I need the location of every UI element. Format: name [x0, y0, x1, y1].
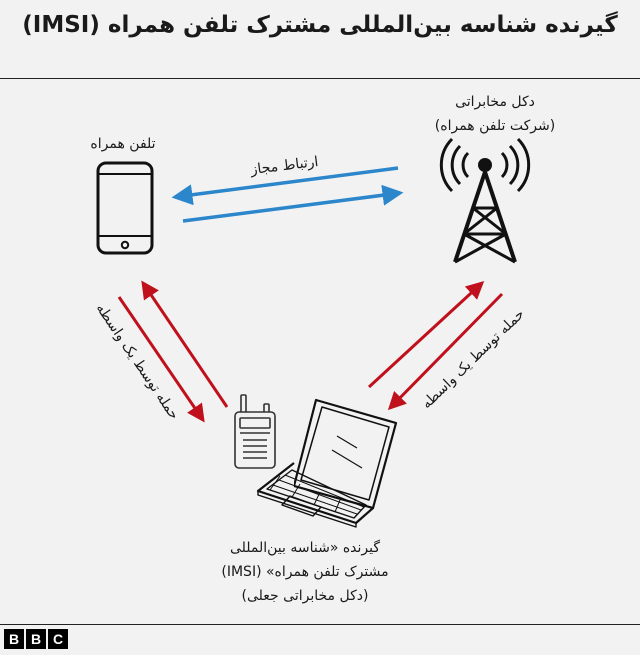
- laptop-icon: [256, 398, 398, 528]
- footer-divider: [0, 624, 640, 625]
- catcher-label-line1: گیرنده «شناسه بین‌المللی: [229, 540, 381, 556]
- attack-arrow-phone-to-catcher: [117, 296, 205, 423]
- bbc-logo: B B C: [4, 629, 68, 649]
- logo-letter: B: [4, 629, 24, 649]
- cell-tower-icon: [439, 137, 531, 264]
- phone-icon: [96, 161, 154, 255]
- tower-label-line1: دکل مخابراتی: [455, 94, 535, 110]
- attack-arrow-catcher-to-tower: [367, 280, 485, 389]
- page-title: گیرنده شناسه بین‌المللی مشترک تلفن همراه…: [22, 12, 618, 38]
- catcher-label-line2: مشترک تلفن همراه» (IMSI): [221, 564, 389, 580]
- tower-label-line2: (شرکت تلفن همراه): [434, 118, 556, 134]
- imsi-catcher-device-icon: [234, 394, 276, 469]
- legit-link-arrow-to-tower: [182, 184, 404, 223]
- logo-letter: C: [48, 629, 68, 649]
- logo-letter: B: [26, 629, 46, 649]
- attack-arrow-tower-to-catcher: [387, 292, 504, 411]
- title-divider: [0, 78, 640, 79]
- phone-label: تلفن همراه: [90, 136, 156, 152]
- legit-link-arrow-to-phone: [171, 166, 399, 206]
- catcher-label-line3: (دکل مخابراتی جعلی): [241, 588, 369, 604]
- legit-link-label: ارتباط مجاز: [249, 154, 319, 178]
- attack-arrow-catcher-to-phone: [141, 280, 229, 408]
